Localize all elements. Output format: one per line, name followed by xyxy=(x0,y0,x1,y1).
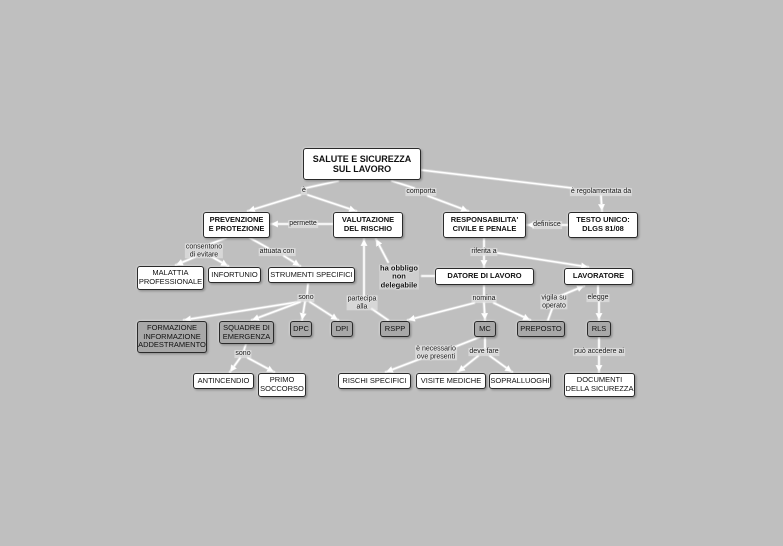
edge-prevenzione-to-attuata xyxy=(248,236,270,250)
node-formazione-informazione-addestramento: FORMAZIONE INFORMAZIONE ADDESTRAMENTO xyxy=(137,321,207,353)
edge-sono-to-antincendio xyxy=(228,356,242,374)
node-salute-e-sicurezza: SALUTE E SICUREZZA SUL LAVORO xyxy=(303,148,421,180)
node-strumenti-specifici: STRUMENTI SPECIFICI xyxy=(268,267,355,283)
node-preposto: PREPOSTO xyxy=(517,321,565,337)
edge-root-to-e xyxy=(304,179,340,190)
node-infortunio: INFORTUNIO xyxy=(208,267,261,283)
node-dpc: DPC xyxy=(290,321,312,337)
node-mc: MC xyxy=(474,321,496,337)
node-malattia-professionale: MALATTIA PROFESSIONALE xyxy=(137,266,204,290)
link-label-attuata: attuata con xyxy=(258,248,296,256)
edge-comporta-to-responsabilita xyxy=(426,194,470,213)
link-label-riferita: riferita a xyxy=(470,248,498,256)
link-label-regolamentata: è regolamentata da xyxy=(569,188,633,196)
node-prevenzione-e-protezione: PREVENZIONE E PROTEZIONE xyxy=(203,212,270,238)
link-label-comporta: comporta xyxy=(405,188,437,196)
link-label-puo: può accedere ai xyxy=(573,348,625,356)
link-label-definisce: definisce xyxy=(532,221,562,229)
edge-sono-to-primo-soccorso xyxy=(246,356,276,374)
link-label-sono-squadre: sono xyxy=(234,350,252,358)
link-label-nomina: nomina xyxy=(471,295,497,303)
node-testo-unico: TESTO UNICO: DLGS 81/08 xyxy=(568,212,638,238)
node-dpi: DPI xyxy=(331,321,353,337)
link-label-consentono: consentono di evitare xyxy=(184,243,224,259)
link-label-necessario: è necessario ove presenti xyxy=(415,345,457,361)
edge-deve-to-visite xyxy=(456,354,480,374)
edge-nomina-to-mc xyxy=(484,301,485,322)
edge-sono-to-dpc xyxy=(302,300,305,322)
edge-sono-to-formazione xyxy=(182,300,300,320)
node-rspp: RSPP xyxy=(380,321,410,337)
link-label-deve: deve fare xyxy=(468,348,500,356)
node-documenti-della-sicurezza: DOCUMENTI DELLA SICUREZZA xyxy=(564,373,635,397)
edge-riferita-to-lavoratore xyxy=(496,251,590,267)
edge-sono-to-dpi xyxy=(308,300,340,322)
edge-deve-to-sopralluoghi xyxy=(488,354,514,374)
edge-prevenzione-to-consentono xyxy=(208,236,228,246)
edge-e-to-prevenzione xyxy=(246,193,302,213)
node-lavoratore: LAVORATORE xyxy=(564,268,633,285)
node-squadre-di-emergenza: SQUADRE DI EMERGENZA xyxy=(219,321,274,344)
node-datore-di-lavoro: DATORE DI LAVORO xyxy=(435,268,534,285)
edge-sono-to-squadre xyxy=(250,300,302,322)
link-label-partecipa: partecipa alla xyxy=(346,295,378,311)
node-rls: RLS xyxy=(587,321,611,337)
link-label-e: è xyxy=(301,187,307,195)
link-label-vigila: vigila su operato xyxy=(540,294,568,310)
edge-necessario-to-rischi xyxy=(384,357,422,374)
edge-nomina-to-preposto xyxy=(492,301,532,322)
node-valutazione-del-rischio: VALUTAZIONE DEL RISCHIO xyxy=(333,212,403,238)
node-primo-soccorso: PRIMO SOCCORSO xyxy=(258,373,306,397)
edge-regolamentata-to-testo xyxy=(601,194,602,213)
node-visite-mediche: VISITE MEDICHE xyxy=(416,373,486,389)
edge-squadre-to-sono xyxy=(242,342,248,352)
node-sopralluoghi: SOPRALLUOGHI xyxy=(489,373,551,389)
edge-e-to-valutazione xyxy=(306,193,358,213)
edge-rspp-to-partecipa xyxy=(370,307,390,322)
node-responsabilita-civile-e-penale: RESPONSABILITA' CIVILE E PENALE xyxy=(443,212,526,238)
node-antincendio: ANTINCENDIO xyxy=(193,373,254,389)
edge-nomina-to-rspp xyxy=(406,301,476,320)
link-label-permette: permette xyxy=(288,220,318,228)
node-rischi-specifici: RISCHI SPECIFICI xyxy=(338,373,411,389)
edge-attuata-to-strumenti xyxy=(282,254,302,268)
link-label-obbligo: ha obbligo non delegabile xyxy=(379,263,419,290)
edge-strumenti-to-sono xyxy=(305,282,310,296)
edge-root-to-comporta xyxy=(390,179,416,190)
edge-preposto-to-vigila xyxy=(546,307,554,322)
link-label-sono-strumenti: sono xyxy=(297,294,315,302)
link-label-elegge: elegge xyxy=(586,294,610,302)
edge-obbligo-to-valutazione xyxy=(374,237,390,264)
edge-root-to-regolamentata xyxy=(419,168,574,190)
